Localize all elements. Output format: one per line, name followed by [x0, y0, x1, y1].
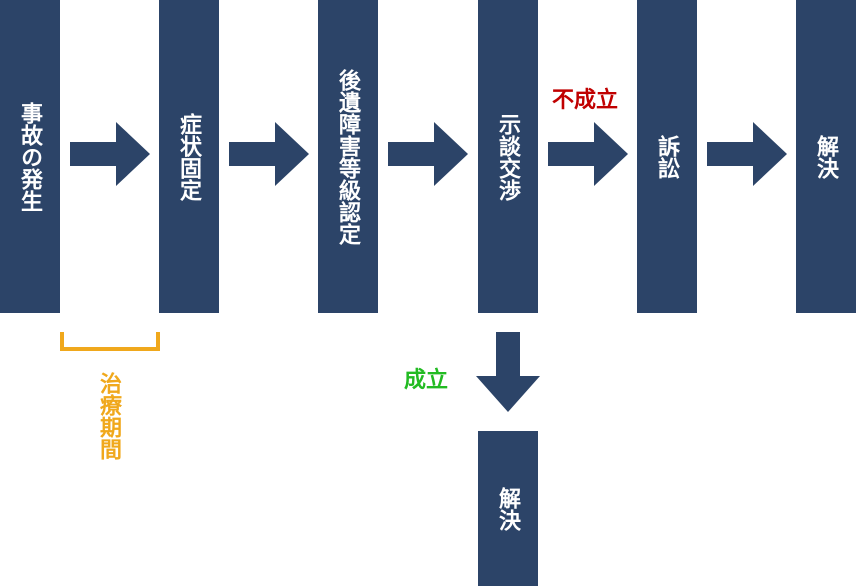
step-disability-certification: 後遺障害等級認定: [318, 0, 378, 313]
arrow-right-icon: [388, 122, 468, 186]
step-resolution: 解決: [796, 0, 856, 313]
arrow-right-icon: [707, 122, 787, 186]
step-lawsuit: 訴訟: [637, 0, 697, 313]
step-settlement-negotiation-label: 示談交渉: [495, 112, 521, 201]
step-accident-label: 事故の発生: [17, 101, 43, 212]
step-resolution-label: 解決: [813, 134, 839, 179]
arrow-down-icon: [476, 332, 540, 412]
step-lawsuit-label: 訴訟: [654, 134, 680, 179]
label-treatment-period: 治療期間: [96, 372, 122, 460]
step-disability-certification-label: 後遺障害等級認定: [335, 68, 361, 245]
bracket-icon: [60, 332, 160, 351]
step-accident: 事故の発生: [0, 0, 60, 313]
arrow-right-icon: [548, 122, 628, 186]
step-settlement-negotiation: 示談交渉: [478, 0, 538, 313]
label-success: 成立: [404, 367, 449, 393]
step-resolution-success-label: 解決: [495, 486, 521, 531]
label-failed: 不成立: [552, 87, 619, 113]
arrow-right-icon: [229, 122, 309, 186]
arrow-right-icon: [70, 122, 150, 186]
step-resolution-success: 解決: [478, 431, 538, 586]
step-symptom-fixed: 症状固定: [159, 0, 219, 313]
step-symptom-fixed-label: 症状固定: [176, 112, 202, 201]
